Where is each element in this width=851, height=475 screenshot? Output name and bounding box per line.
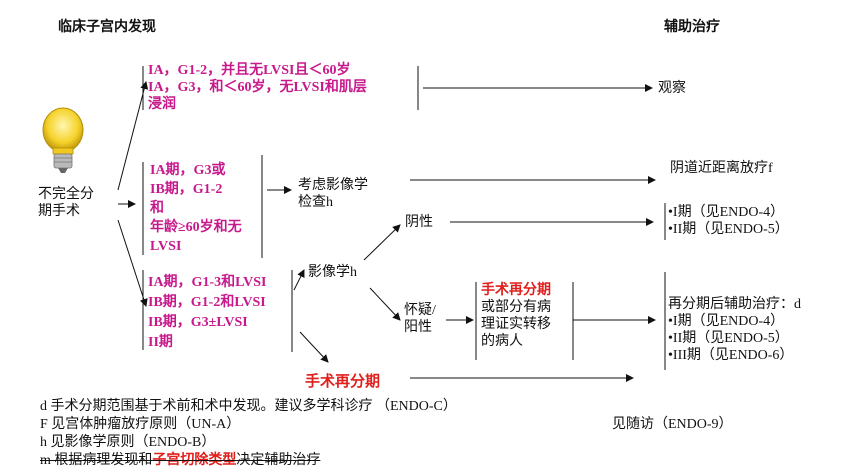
see-followup: 见随访（ENDO-9） [612,417,733,432]
group1-line-3: 浸润 [148,97,176,112]
group3-line-2: IB期，G1-2和LVSI [148,295,266,310]
footnote-m-post: 决定辅助治疗 [236,453,321,468]
consider-imaging: 考虑影像学 检查h [298,177,368,211]
restaging-box-title: 手术再分期 [481,283,551,298]
restaged-item-3: •III期（见ENDO-6） [668,348,794,363]
outcome-vaginal-brachytherapy: 阴道近距离放疗f [670,161,773,176]
group2-line-5: LVSI [150,239,182,254]
start-line-1: 不完全分 [38,187,94,202]
consider-imaging-line-2: 检查h [298,195,333,210]
group2-line-2: IB期，G1-2 [150,182,223,197]
footnote-m-pre: m 根据病理发现和 [40,453,153,468]
imaging-node: 影像学h [308,265,357,280]
footnote-h: h 见影像学原则（ENDO-B） [40,435,216,450]
suspicious-line-1: 怀疑/ [404,303,436,318]
restaged-adjuvant-outcomes: 再分期后辅助治疗：d •I期（见ENDO-4） •II期（见ENDO-5） •I… [668,296,801,364]
footnote-m-red: 子宫切除类型 [152,453,237,468]
footnote-d: d 手术分期范围基于术前和术中发现。建议多学科诊疗 （ENDO-C） [40,399,457,414]
group2-criteria: IA期，G3或 IB期，G1-2 和 年龄≥60岁和无 LVSI [150,161,242,256]
restaged-item-1: •I期（见ENDO-4） [668,314,785,329]
outcome-observation: 观察 [658,81,686,96]
suspicious-line-2: 阳性 [404,320,432,335]
group3-line-1: IA期，G1-3和LVSI [148,275,267,290]
restaging-box-line-3: 的病人 [481,334,523,349]
negative-label: 阴性 [405,215,433,230]
group3-criteria: IA期，G1-3和LVSI IB期，G1-2和LVSI IB期，G3±LVSI … [148,273,267,353]
group1-line-2: IA，G3，和＜60岁，无LVSI和肌层 [148,80,367,95]
restaging-box-line-1: 或部分有病 [481,300,551,315]
group1-line-1: IA，G1-2，并且无LVSI且＜60岁 [148,63,351,78]
header-adjuvant-therapy: 辅助治疗 [664,20,720,35]
footnote-f: F 见宫体肿瘤放疗原则（UN-A） [40,417,241,432]
restaging-box-line-2: 理证实转移 [481,317,551,332]
group1-criteria: IA，G1-2，并且无LVSI且＜60岁 IA，G3，和＜60岁，无LVSI和肌… [148,62,367,113]
group2-line-4: 年龄≥60岁和无 [150,220,242,235]
group3-line-3: IB期，G3±LVSI [148,315,248,330]
surgical-restaging: 手术再分期 [305,374,381,390]
footnotes: d 手术分期范围基于术前和术中发现。建议多学科诊疗 （ENDO-C） F 见宫体… [40,398,457,470]
restaged-title: 再分期后辅助治疗：d [668,297,801,312]
footnote-m: m 根据病理发现和子宫切除类型决定辅助治疗 [40,452,457,470]
restaged-item-2: •II期（见ENDO-5） [668,331,789,346]
negative-outcomes: •I期（见ENDO-4） •II期（见ENDO-5） [668,204,789,238]
group2-line-1: IA期，G3或 [150,163,226,178]
start-line-2: 期手术 [38,204,80,219]
negative-outcome-2: •II期（见ENDO-5） [668,222,789,237]
header-clinical-findings: 临床子宫内发现 [58,20,156,35]
restaging-box: 手术再分期 或部分有病 理证实转移 的病人 [481,282,551,350]
negative-outcome-1: •I期（见ENDO-4） [668,205,785,220]
consider-imaging-line-1: 考虑影像学 [298,178,368,193]
suspicious-label: 怀疑/ 阳性 [404,302,436,336]
start-node: 不完全分 期手术 [38,186,94,220]
group2-line-3: 和 [150,201,164,216]
group3-line-4: II期 [148,335,173,350]
